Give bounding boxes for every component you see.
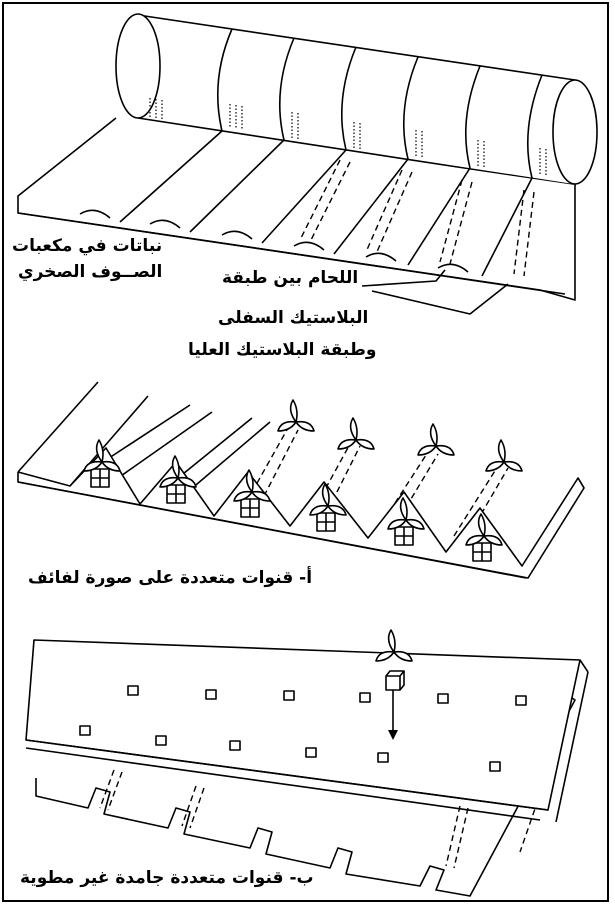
plant-icon: [277, 399, 315, 432]
rockwool-cube-icon: [240, 498, 260, 518]
caption-a: أ- قنوات متعددة على صورة لفائف: [28, 568, 313, 588]
plant-icon: [337, 417, 375, 450]
planting-hole: [155, 735, 167, 746]
roll-left-end: [115, 13, 161, 119]
roll-right-end: [552, 79, 598, 185]
rockwool-cube-icon: [394, 526, 414, 546]
planting-hole: [229, 740, 241, 751]
channels-rolls-diagram: [17, 381, 585, 579]
planting-hole: [489, 761, 501, 772]
weld-label-line1: اللحام بين طبقة: [222, 268, 359, 288]
planting-hole: [359, 692, 371, 703]
planting-hole: [127, 685, 139, 696]
rockwool-cube-icon: [166, 484, 186, 504]
rolled-channels-diagram: [17, 13, 598, 315]
planting-hole: [305, 747, 317, 758]
planting-hole: [283, 690, 295, 701]
rockwool-cube-icon: [90, 468, 110, 488]
rockwool-cube-icon: [472, 542, 492, 562]
rockwool-cube-icon: [316, 512, 336, 532]
weld-label-line2: البلاستيك السفلى: [218, 308, 369, 328]
planting-hole: [377, 752, 389, 763]
planting-hole: [437, 693, 449, 704]
rockwool-cube-icon: [385, 670, 405, 691]
plants-rockwool-label-line2: الصــوف الصخري: [18, 262, 163, 282]
caption-b: ب- قنوات متعددة جامدة غير مطوية: [20, 868, 314, 888]
planting-hole: [515, 695, 527, 706]
planting-hole: [79, 725, 91, 736]
planting-hole: [205, 689, 217, 700]
plants-rockwool-label-line1: نباتات في مكعبات: [12, 236, 163, 256]
plant-icon: [417, 423, 455, 456]
down-arrow-icon: [388, 690, 398, 740]
plant-icon: [485, 439, 523, 472]
figure-frame: [2, 2, 609, 902]
rigid-channels-diagram: [25, 629, 589, 897]
weld-label-line3: وطبقة البلاستيك العليا: [188, 340, 377, 360]
